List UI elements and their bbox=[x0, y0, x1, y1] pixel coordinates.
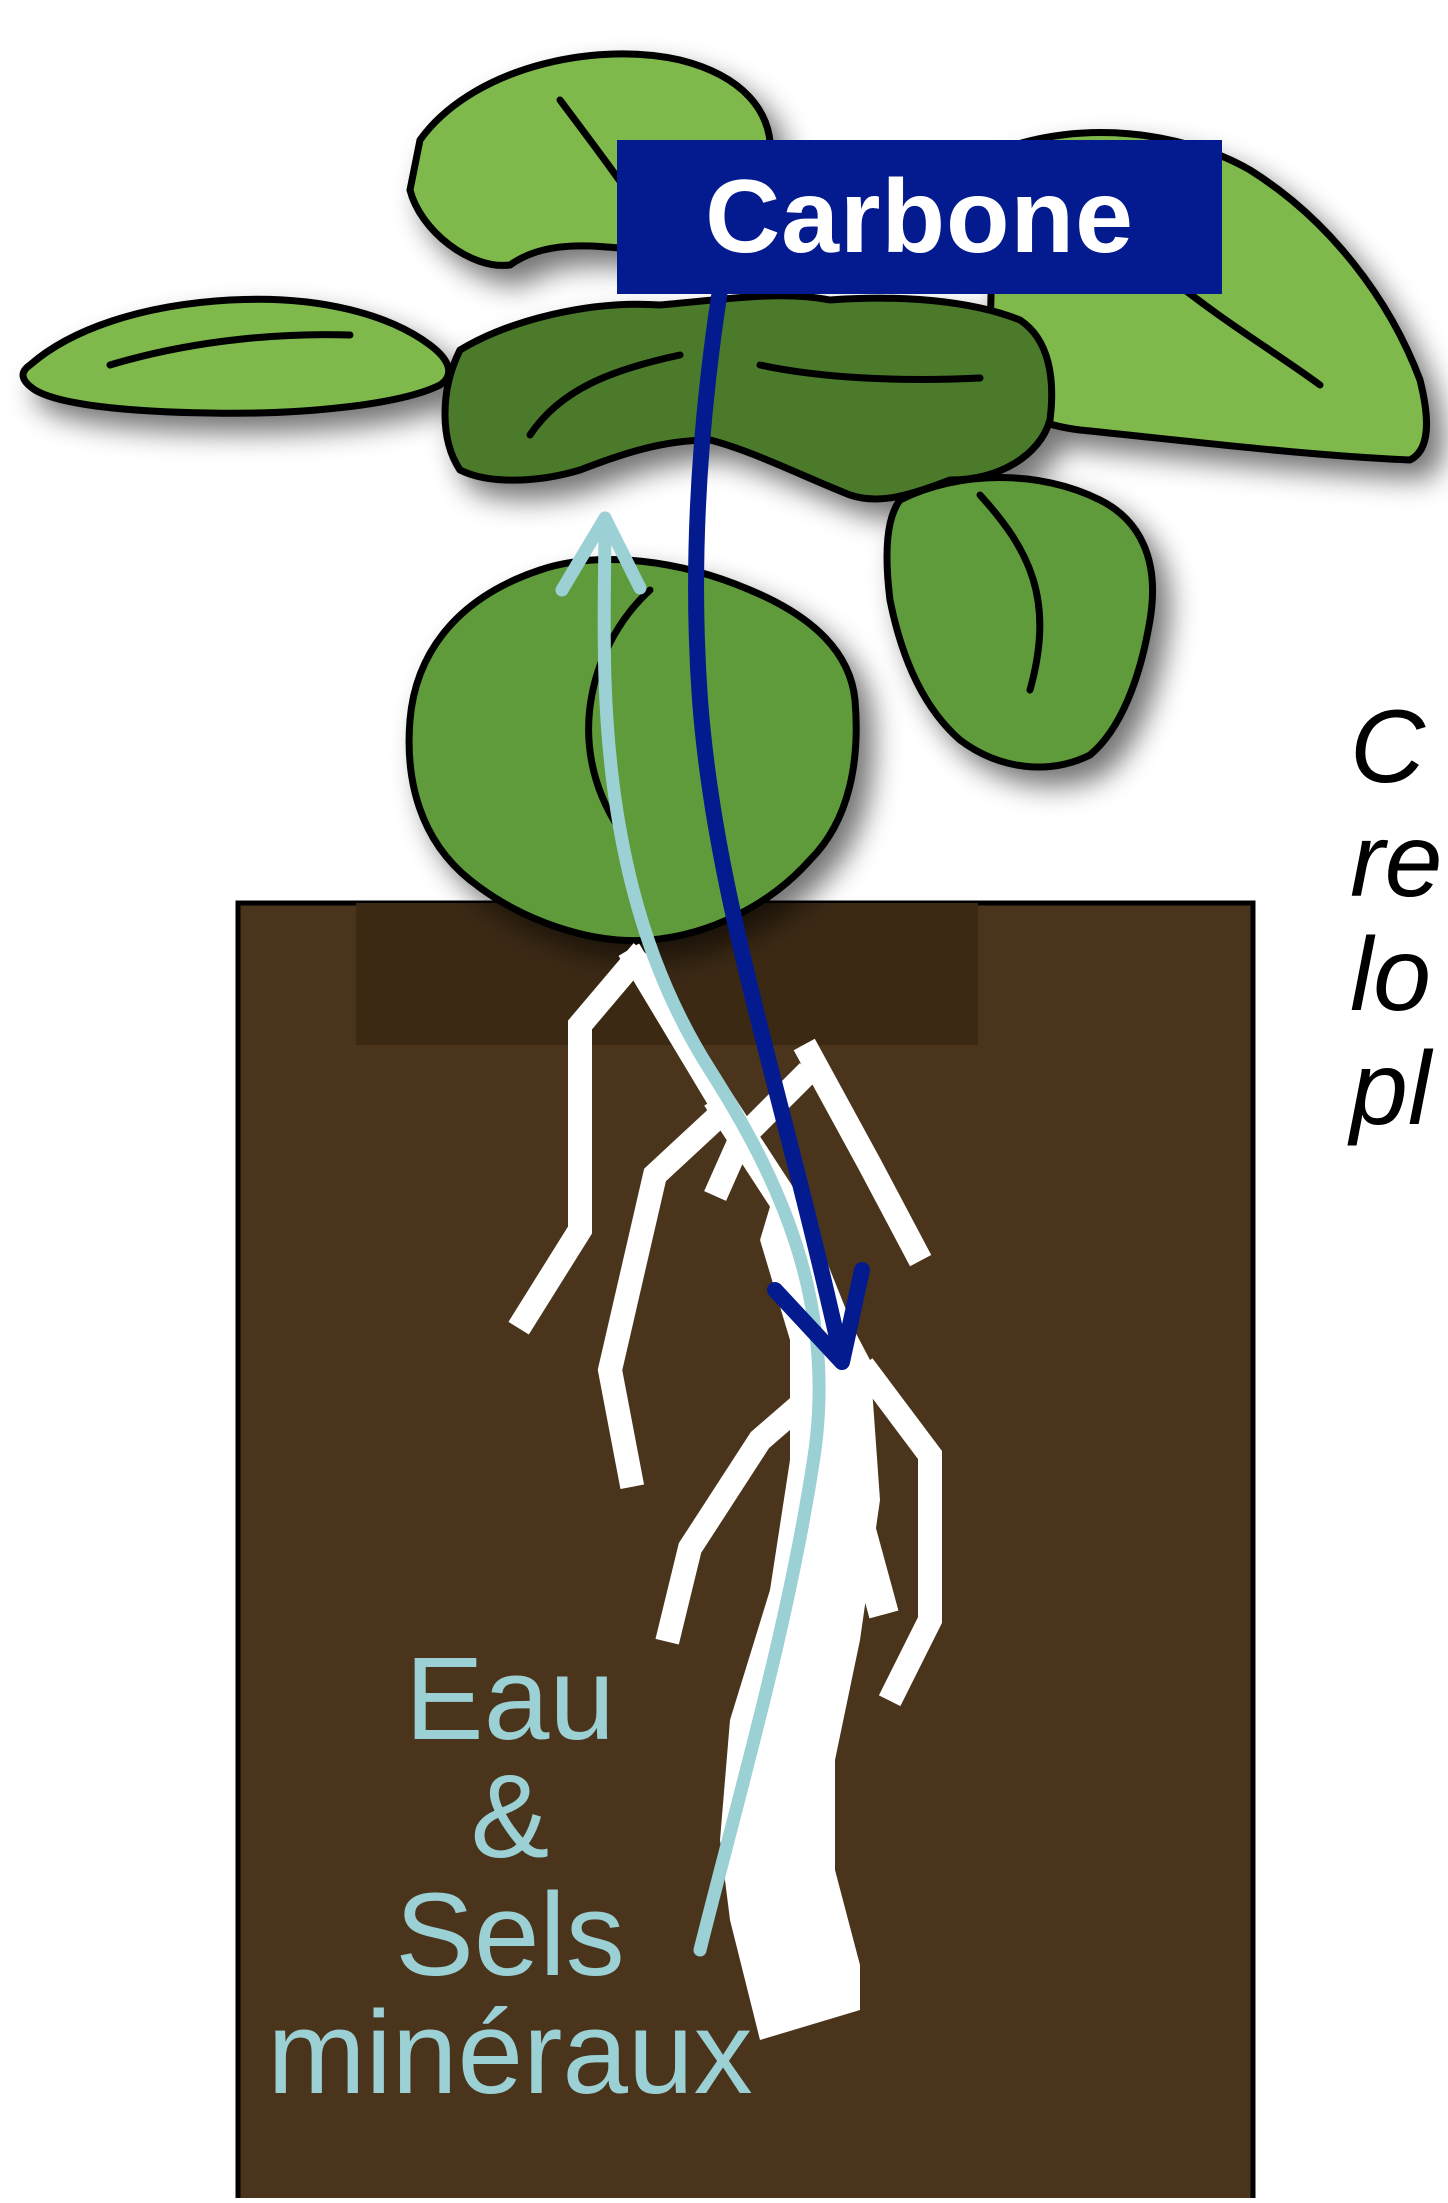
water-minerals-label: Eau & Sels minéraux bbox=[230, 1640, 790, 2112]
leaf-center bbox=[445, 296, 1052, 499]
side-text-line-3: lo bbox=[1350, 918, 1442, 1032]
side-text-line-1: C bbox=[1350, 690, 1442, 804]
leaf-left bbox=[23, 299, 449, 413]
side-text-line-4: pl bbox=[1350, 1032, 1442, 1146]
cropped-side-text: C re lo pl bbox=[1350, 690, 1442, 1146]
water-label-line-3: Sels bbox=[230, 1876, 790, 1994]
water-label-line-4: minéraux bbox=[230, 1994, 790, 2112]
water-label-line-1: Eau bbox=[230, 1640, 790, 1758]
leaf-right-lower bbox=[887, 478, 1153, 768]
side-text-line-2: re bbox=[1350, 804, 1442, 918]
water-label-line-2: & bbox=[230, 1758, 790, 1876]
carbon-label: Carbone bbox=[617, 140, 1222, 294]
